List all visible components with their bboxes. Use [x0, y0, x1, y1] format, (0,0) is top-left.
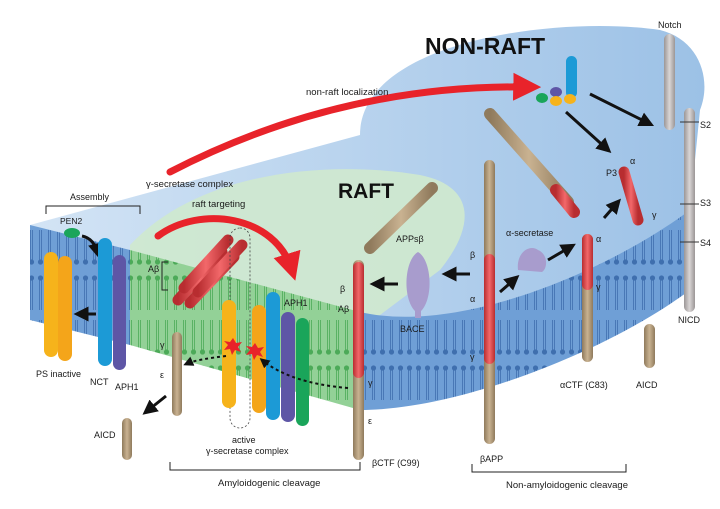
- aph1-subunit-left: [113, 255, 126, 370]
- gamma-secretase-nonraft-complex: [536, 56, 577, 106]
- bace-enzyme: [406, 252, 430, 312]
- aph1-left-label: APH1: [115, 382, 139, 392]
- beta-ctf-abeta-region: [353, 262, 364, 378]
- beta-app-alpha-label: α: [470, 294, 475, 304]
- apps-beta-fragment: [364, 182, 438, 254]
- non-raft-title: NON-RAFT: [425, 33, 545, 59]
- beta-stub-left: [172, 332, 182, 416]
- apps-alpha-red-tip: [550, 184, 580, 218]
- alpha-ctf-label: αCTF (C83): [560, 380, 608, 390]
- assembly-label: Assembly: [70, 192, 110, 202]
- complex-to-p3-arrow: [564, 110, 612, 154]
- membrane-side-right: [360, 210, 690, 410]
- alpha-secretase-label: α-secretase: [506, 228, 553, 238]
- s3-label: S3: [700, 198, 711, 208]
- cleavage-star-1: [224, 338, 242, 355]
- raft-title: RAFT: [338, 180, 394, 203]
- beta-app-beta-label: β: [470, 250, 475, 260]
- gamma-left-label: γ: [160, 340, 165, 350]
- gamma-mid-label: γ: [368, 378, 373, 388]
- beta-app-gamma-label: γ: [470, 352, 475, 362]
- aicd-left-label: AICD: [94, 430, 116, 440]
- pen2-assembly-arrow: [81, 234, 103, 259]
- nicd-label: NICD: [678, 315, 700, 325]
- non-raft-localization-arrow: [166, 72, 542, 176]
- nicastrin-active: [266, 292, 280, 420]
- aicd-right-label: AICD: [636, 380, 658, 390]
- presenilin-inactive-2: [58, 256, 72, 361]
- notch-receptor: [664, 34, 675, 130]
- complex-to-notch-arrow: [589, 92, 655, 127]
- epsilon-left-label: ε: [160, 370, 164, 380]
- bace-stalk: [415, 306, 421, 318]
- notch-label: Notch: [658, 20, 682, 30]
- non-amyloidogenic-cleavage-label: Non-amyloidogenic cleavage: [506, 480, 628, 491]
- amyloidogenic-bracket: [169, 462, 361, 471]
- aph1-active: [281, 312, 295, 422]
- pen2-subunit: [64, 228, 80, 238]
- app-to-alpha-secretase-arrow: [499, 275, 520, 294]
- ps-inactive-label: PS inactive: [36, 369, 81, 379]
- active-complex-label-1: active: [232, 435, 256, 445]
- aicd-left-fragment: [122, 418, 132, 460]
- non-amyloidogenic-bracket: [471, 464, 627, 473]
- p3-gamma-label: γ: [652, 210, 657, 220]
- p3-fragment: [618, 166, 644, 226]
- bace-label: BACE: [400, 324, 425, 334]
- raft-targeting-label: raft targeting: [192, 199, 245, 210]
- pen2-active: [296, 318, 309, 426]
- raft-targeting-arrow: [154, 215, 301, 281]
- aicd-right-fragment: [644, 324, 655, 368]
- presenilin-active-2: [252, 305, 266, 413]
- p3-alpha-label: α: [630, 156, 635, 166]
- abeta-left-label: Aβ: [148, 264, 159, 274]
- beta-ctf-to-complex-dotted-arrow: [259, 358, 349, 389]
- abeta-mid-label: Aβ: [338, 304, 349, 314]
- alpha-ctf-red-region: [582, 234, 593, 290]
- pen2-label: PEN2: [60, 216, 82, 226]
- presenilin-inactive-1: [44, 252, 58, 357]
- presenilin-active-1: [222, 300, 236, 408]
- nicastrin-subunit: [98, 238, 112, 366]
- beta-app-red-region: [484, 254, 495, 364]
- apps-beta-label: APPsβ: [396, 234, 424, 244]
- active-complex-label-2: γ-secretase complex: [206, 446, 289, 456]
- alpha-secretase-enzyme: [517, 248, 547, 272]
- aicd-release-arrow: [142, 394, 167, 415]
- ctf-to-p3-arrow: [602, 198, 621, 219]
- beta-app-label: βAPP: [480, 454, 503, 464]
- beta-mid-label: β: [340, 284, 345, 294]
- amyloidogenic-cleavage-label: Amyloidogenic cleavage: [218, 478, 320, 489]
- p3-label: P3: [606, 168, 617, 178]
- alpha-right-label: α: [596, 234, 601, 244]
- s2-label: S2: [700, 120, 711, 130]
- aph1-mid-label: APH1: [284, 298, 308, 308]
- non-raft-localization-label: non-raft localization: [306, 87, 388, 98]
- gamma-right-label: γ: [596, 282, 601, 292]
- epsilon-mid-label: ε: [368, 416, 372, 426]
- complex-to-stub-dotted-arrow: [183, 355, 227, 366]
- assembly-bracket: [45, 205, 141, 214]
- beta-ctf-label: βCTF (C99): [372, 458, 420, 468]
- cleavage-star-2: [246, 343, 264, 360]
- nct-label: NCT: [90, 377, 109, 387]
- s4-label: S4: [700, 238, 711, 248]
- alpha-secretase-to-ctf-arrow: [547, 243, 576, 262]
- abeta-bracket: [161, 261, 168, 291]
- abeta-aggregate: [172, 234, 248, 309]
- notch-stalk: [684, 108, 695, 312]
- gamma-secretase-complex-label: γ-secretase complex: [146, 179, 233, 190]
